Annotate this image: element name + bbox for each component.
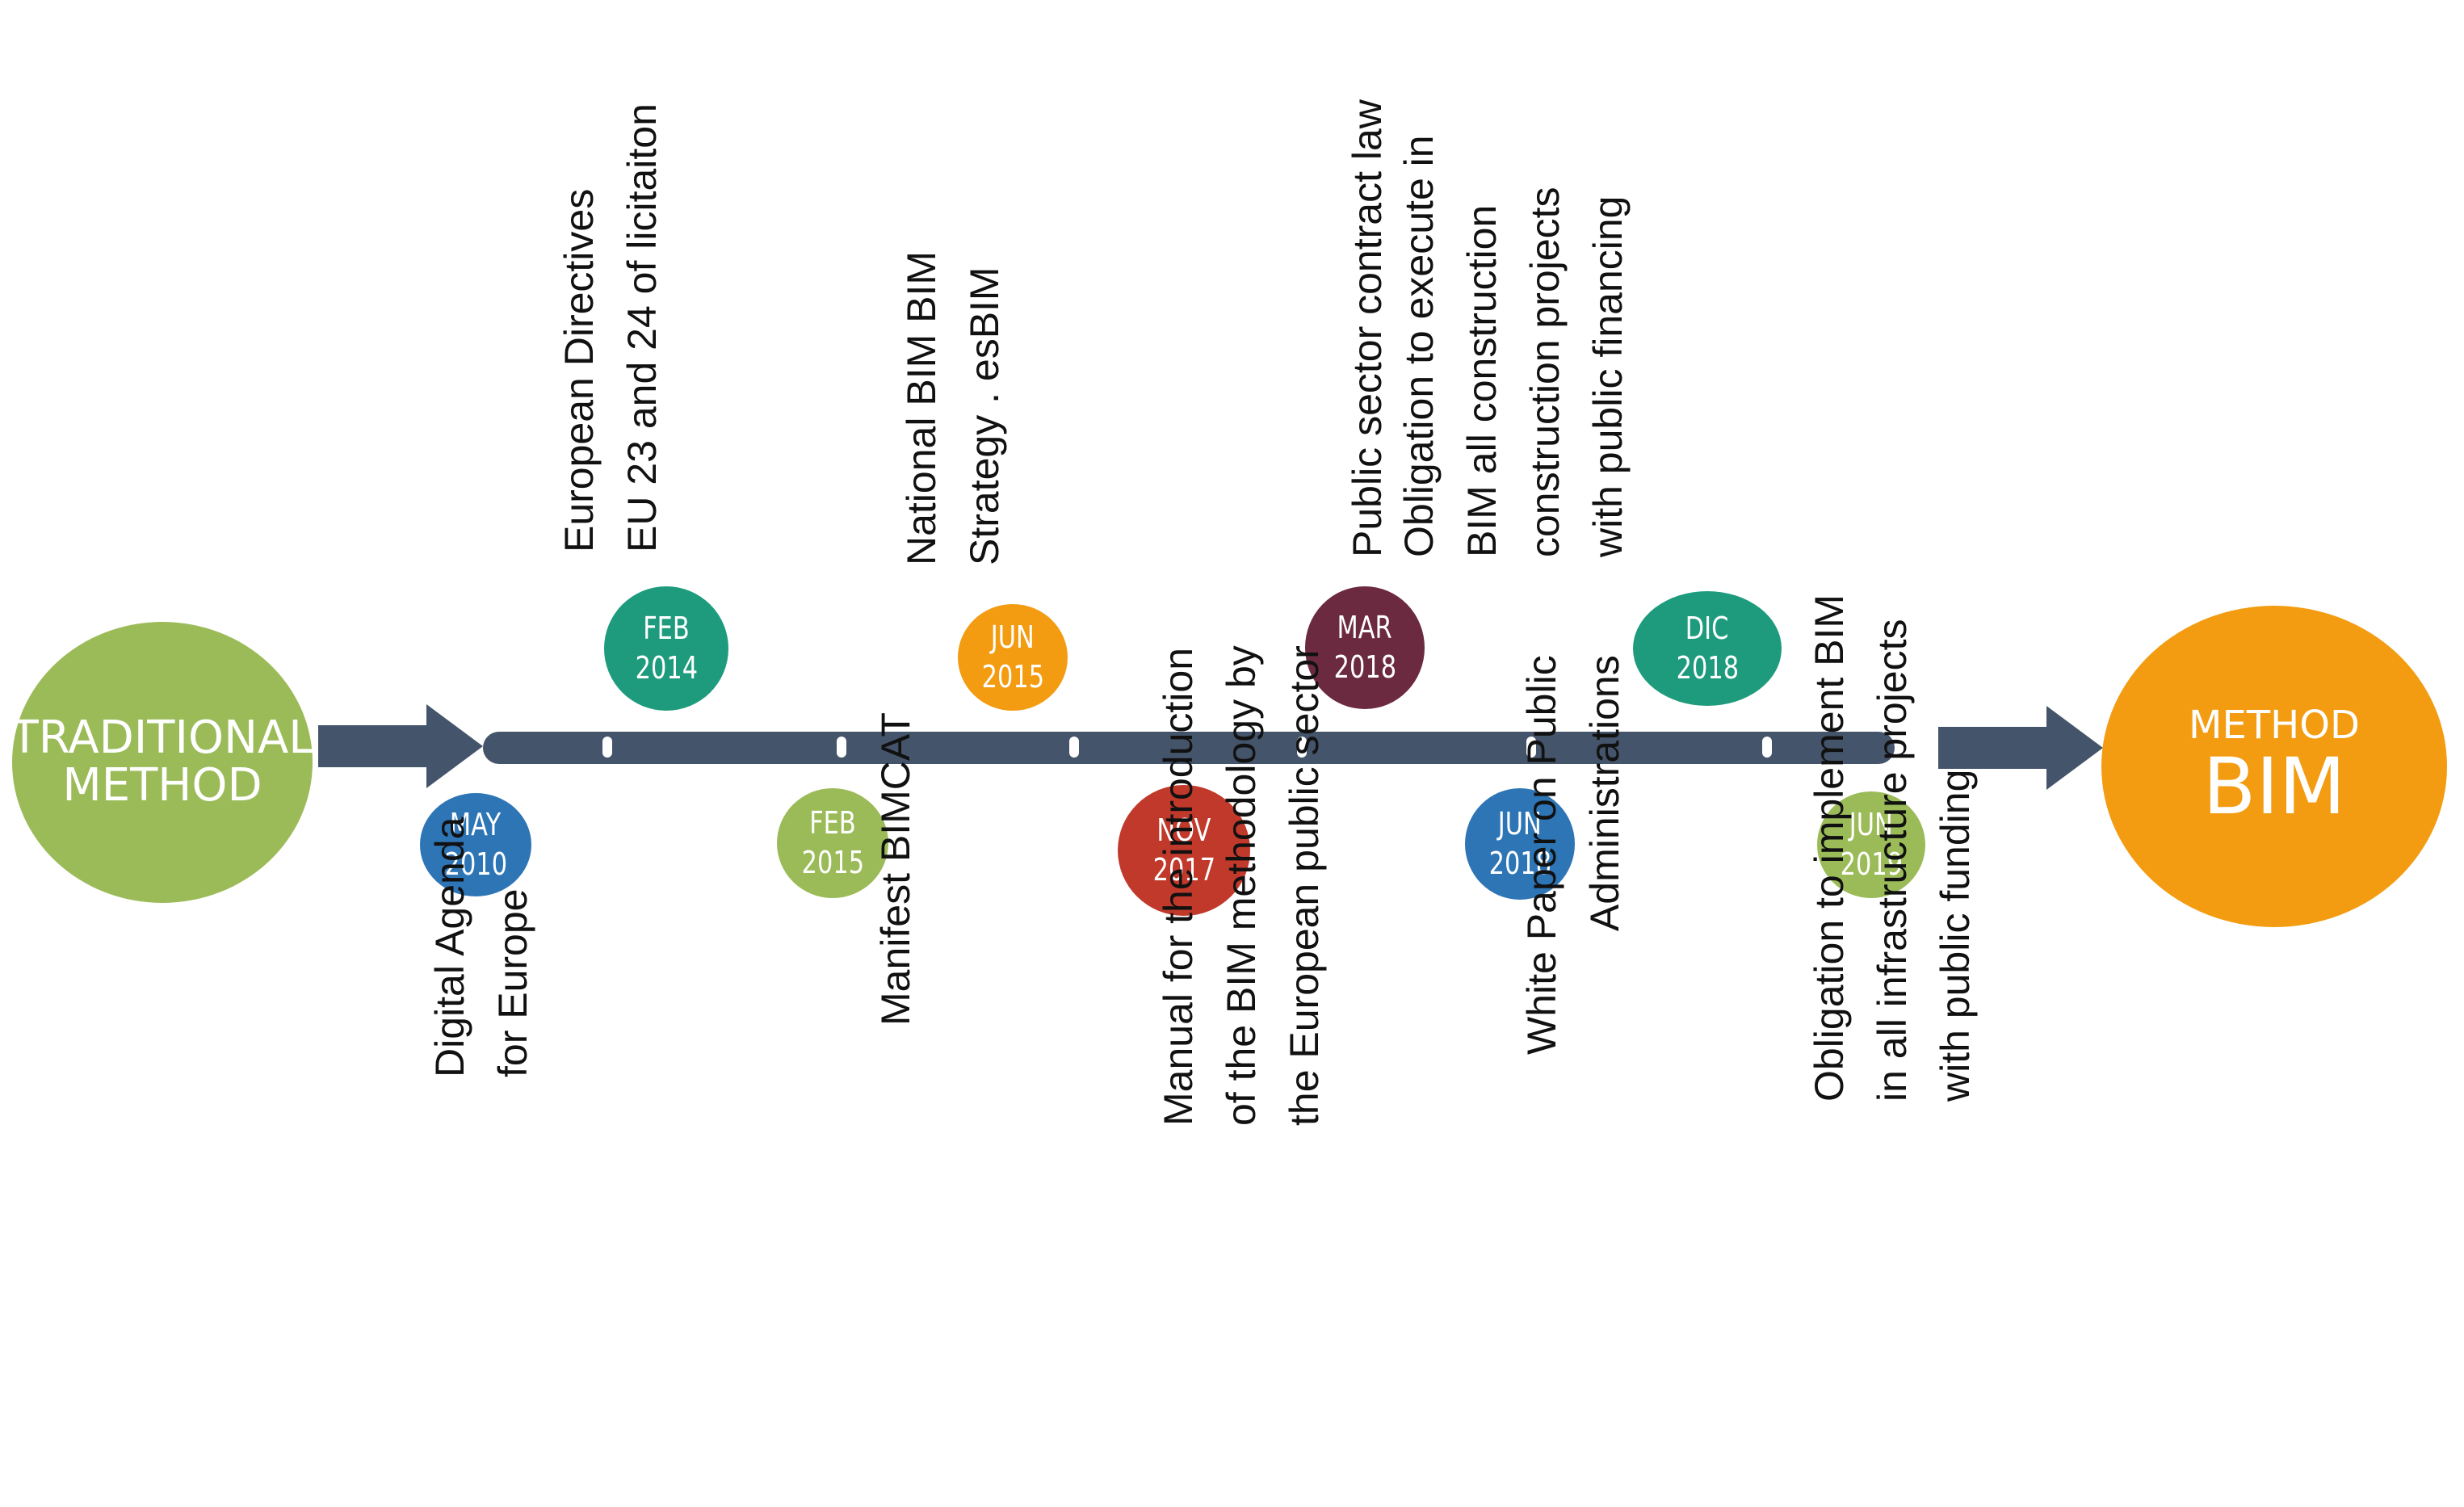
timeline-tick xyxy=(1069,737,1079,758)
timeline-tick xyxy=(1526,737,1536,758)
timeline-tick xyxy=(1762,737,1772,758)
start-label-line-2: METHOD xyxy=(62,759,262,812)
timeline-track xyxy=(483,732,1895,764)
method-bim-circle: METHOD BIM xyxy=(2101,606,2447,927)
start-label-line-1: TRADITIONAL xyxy=(10,712,314,765)
end-label-line-1: METHOD xyxy=(2189,703,2360,749)
traditional-method-circle: TRADITIONAL METHOD xyxy=(10,622,314,903)
timeline-tick xyxy=(1297,737,1307,758)
timeline-tick xyxy=(837,737,846,758)
timeline-tick xyxy=(602,737,612,758)
end-label-line-2: BIM xyxy=(2202,741,2346,832)
